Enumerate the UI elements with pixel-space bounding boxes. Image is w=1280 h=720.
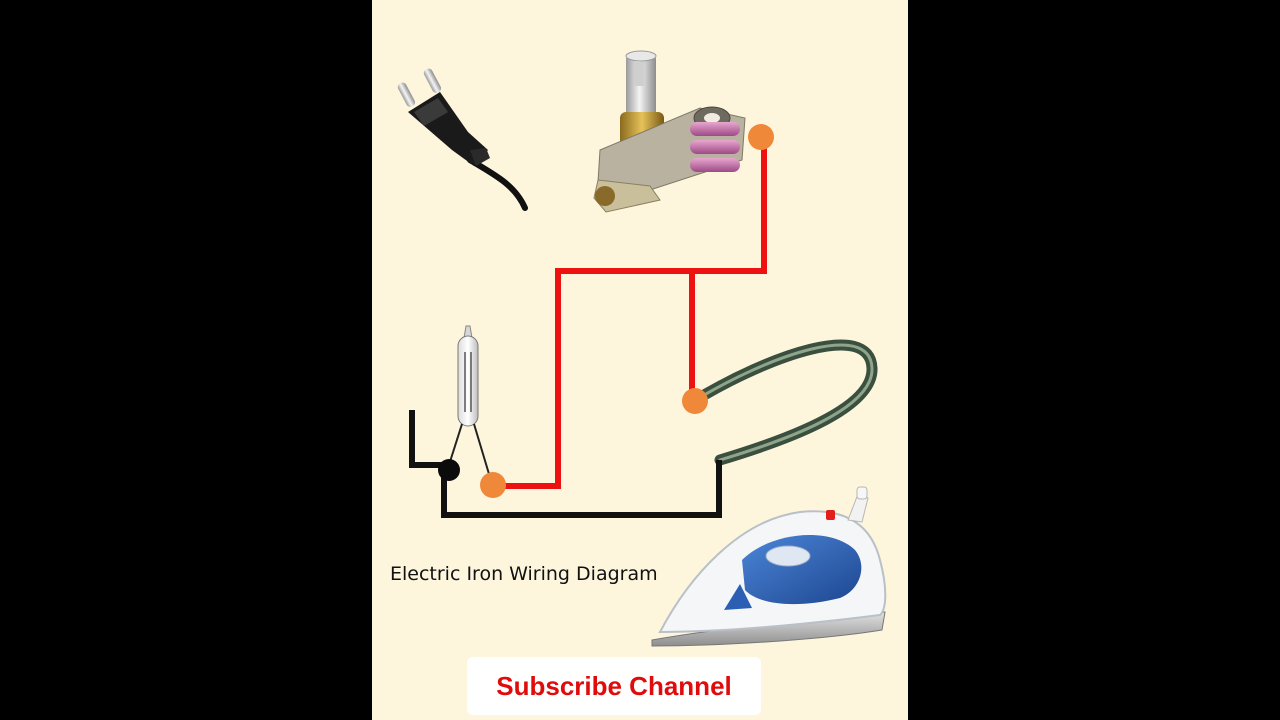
live-wire xyxy=(493,137,767,489)
plug-icon xyxy=(397,68,528,211)
heating-element-icon xyxy=(688,339,878,466)
lamp-terminal-neutral xyxy=(438,459,460,481)
diagram-title: Electric Iron Wiring Diagram xyxy=(390,563,658,585)
subscribe-button[interactable]: Subscribe Channel xyxy=(467,657,761,715)
lamp-terminal-live xyxy=(480,472,506,498)
neutral-wire xyxy=(409,410,722,518)
thermostat-icon xyxy=(593,50,746,213)
neon-lamp-icon xyxy=(447,325,493,485)
iron-icon xyxy=(651,486,887,647)
thermostat-terminal xyxy=(748,124,774,150)
element-terminal xyxy=(682,388,708,414)
